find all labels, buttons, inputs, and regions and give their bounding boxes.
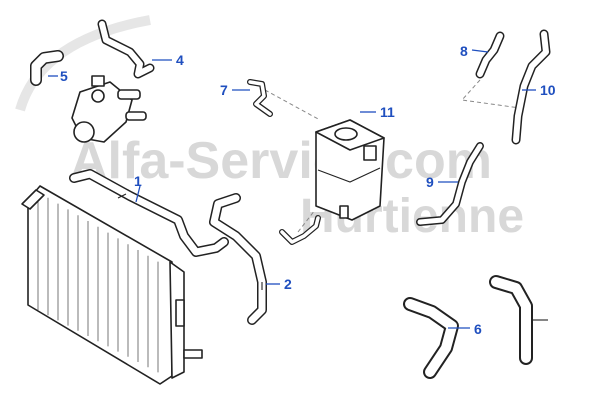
callout-6: 6 — [474, 321, 482, 337]
hoses — [30, 19, 551, 379]
radiator-top-tank — [21, 189, 45, 210]
callout-2: 2 — [284, 276, 292, 292]
watermark: Alfa-Service.com Hurtienne — [15, 15, 524, 243]
callout-5: 5 — [60, 68, 68, 84]
radiator — [21, 185, 203, 385]
guide-line-8-10 — [460, 79, 521, 109]
thermostat-housing — [71, 75, 147, 143]
tank-level-line — [317, 167, 381, 183]
hose-7 — [247, 79, 273, 117]
callout-8: 8 — [460, 43, 468, 59]
callout-7: 7 — [220, 82, 228, 98]
hose-5 — [30, 50, 64, 86]
hose-9 — [416, 142, 484, 226]
guide-line-7 — [264, 89, 321, 121]
radiator-drain-plug — [183, 349, 203, 359]
callout-1: 1 — [134, 173, 142, 189]
tank-cap — [334, 127, 358, 141]
hose-8 — [475, 31, 505, 79]
radiator-core — [27, 185, 173, 385]
leader-1 — [135, 185, 141, 203]
callout-11: 11 — [380, 104, 395, 120]
callout-4: 4 — [176, 52, 184, 68]
expansion-tank — [315, 119, 385, 221]
leader-8 — [471, 49, 489, 53]
assembly-guide-lines — [264, 79, 521, 233]
thermostat-spigot-b — [125, 111, 147, 121]
hose-6 — [403, 297, 459, 379]
thermostat-spigot-a — [117, 89, 141, 100]
thermostat-outlet — [73, 121, 95, 143]
radiator-fins — [37, 192, 159, 373]
guide-line-tank-hose — [297, 209, 316, 233]
hose-1 — [69, 169, 229, 257]
radiator-fitting — [175, 299, 185, 327]
tank-sensor-connector — [363, 145, 377, 161]
hose-tank-small — [279, 215, 321, 245]
hose-2 — [209, 193, 267, 325]
thermostat-bolt — [91, 89, 105, 103]
hose-4 — [97, 19, 155, 79]
callouts: 1 2 4 5 6 7 8 9 10 11 — [48, 43, 556, 337]
hose-right-lower — [489, 275, 548, 365]
callout-10: 10 — [540, 82, 556, 98]
tank-outlet — [339, 205, 349, 219]
watermark-line1: Alfa-Service.com — [70, 132, 492, 190]
callout-9: 9 — [426, 174, 434, 190]
thermostat-sensor — [91, 75, 105, 87]
hose-10 — [511, 29, 551, 145]
hose-1-flow-arrow — [117, 193, 127, 199]
